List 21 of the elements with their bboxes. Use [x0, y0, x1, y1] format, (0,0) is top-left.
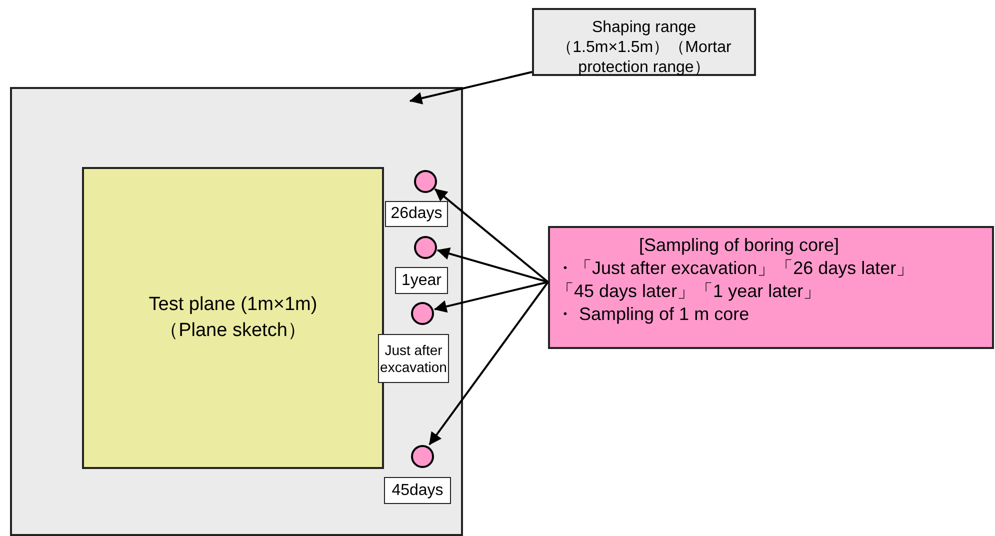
note-text: ・ Sampling of 1 m core	[556, 303, 750, 326]
heading-text: [Sampling of boring core]	[638, 234, 840, 257]
point-label: Just after excavation	[378, 334, 449, 383]
sampling-point-circle	[411, 445, 434, 468]
sampling-point-circle	[414, 236, 437, 259]
sampling-note-box	[548, 226, 994, 349]
point-label: 26days	[385, 201, 448, 227]
sampling-point-circle	[411, 302, 434, 325]
label-text: Shaping range（1.5m×1.5m）（Mortar protection range）	[556, 18, 732, 78]
arrow	[434, 188, 549, 283]
arrow	[428, 281, 549, 446]
note-text: ・「Just after excavation」「26 days later」「45 days later」「1 year later」	[556, 257, 916, 304]
arrow	[436, 247, 548, 283]
point-label: 45days	[384, 477, 451, 504]
sampling-point-circle	[414, 170, 437, 193]
callout-box	[532, 8, 756, 76]
label-text: Test plane (1m×1m) （Plane sketch）	[148, 293, 318, 343]
arrow	[434, 281, 548, 313]
arrow	[409, 71, 532, 104]
shaping-range-area	[10, 87, 463, 536]
point-label: 1year	[395, 267, 448, 294]
